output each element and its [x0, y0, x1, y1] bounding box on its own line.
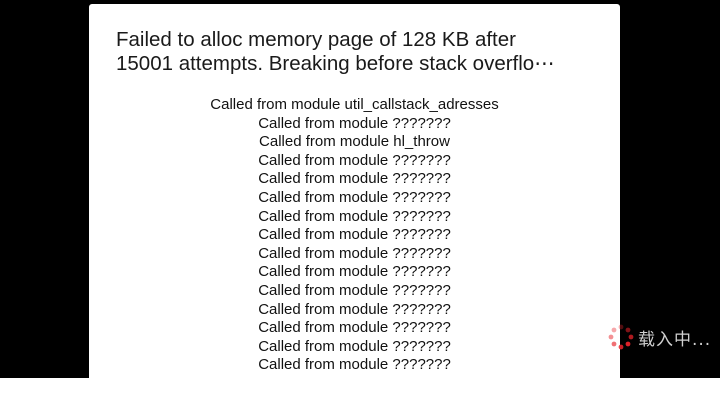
callstack-line: Called from module util_callstack_adress…: [210, 96, 499, 113]
callstack-list: Called from module util_callstack_adress…: [89, 96, 620, 375]
game-screen: Failed to alloc memory page of 128 KB af…: [0, 0, 720, 378]
callstack-line: Called from module ???????: [258, 244, 451, 262]
callstack-line: Called from module ???????: [258, 151, 451, 169]
callstack-line: Called from module ???????: [258, 114, 451, 132]
callstack-line: Called from module ???????: [258, 207, 451, 225]
callstack-line: Called from module ???????: [258, 188, 451, 206]
spinner-icon: [608, 324, 634, 350]
error-title: Failed to alloc memory page of 128 KB af…: [116, 28, 555, 75]
loading-text: 载入中...: [638, 329, 712, 350]
callstack-line: Called from module ???????: [258, 337, 451, 355]
callstack-line: Called from module ???????: [258, 226, 451, 244]
callstack-line: Called from module ???????: [258, 281, 451, 299]
error-dialog: Failed to alloc memory page of 128 KB af…: [89, 4, 620, 378]
callstack-line: Called from module ???????: [258, 319, 451, 337]
callstack-line: Called from module hl_throw: [259, 133, 450, 151]
callstack-line: Called from module ???????: [258, 356, 451, 374]
loading-indicator: 载入中...: [608, 322, 711, 352]
callstack-line: Called from module ???????: [258, 170, 451, 188]
callstack-line: Called from module ???????: [258, 263, 451, 281]
bottom-strip: [0, 378, 720, 404]
callstack-line: Called from module ???????: [258, 300, 451, 318]
